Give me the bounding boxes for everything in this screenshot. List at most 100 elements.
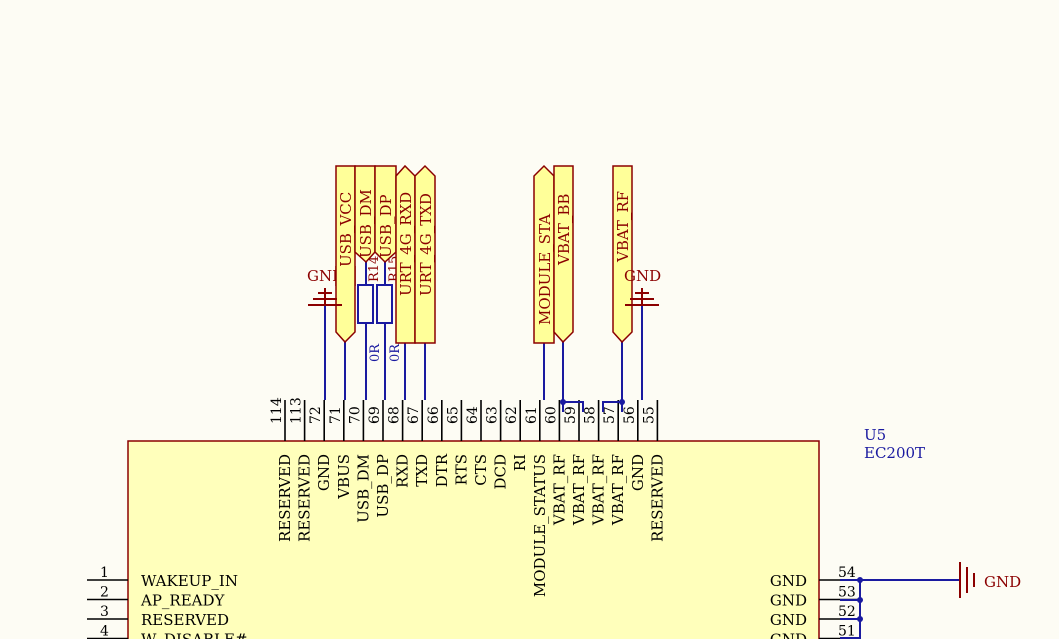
pin-number: 69 (367, 406, 383, 424)
pin-name: DTR (433, 453, 451, 487)
net-port-vbat-bb[interactable]: VBAT_BB (553, 165, 574, 344)
pin-name: WAKEUP_IN (141, 572, 238, 590)
wires (324, 262, 960, 639)
pin-name: GND (770, 631, 807, 639)
resistor-r14[interactable]: R14 0R (357, 256, 383, 362)
pin-number: 55 (641, 406, 657, 424)
net-port-label: URT_4G_TXD (417, 193, 435, 296)
net-port-usb-dp[interactable]: USB_DP (374, 165, 397, 264)
pin-number: 57 (602, 406, 618, 424)
pin-name: TXD (413, 454, 431, 487)
pin-name: GND (770, 611, 807, 629)
pin-number: 53 (838, 585, 856, 601)
wire-vbat-bb[interactable] (562, 342, 584, 412)
pin-number: 58 (583, 406, 599, 424)
pin-name: RTS (452, 454, 470, 485)
right-pin[interactable]: 54 GND (770, 565, 860, 590)
pin-name: USB_DP (374, 454, 392, 518)
pin-name: GND (629, 454, 647, 491)
pin-name: MODULE_STATUS (531, 454, 549, 597)
ground-symbol-left[interactable]: GND (307, 267, 344, 306)
pin-name: CTS (472, 454, 490, 486)
pin-number: 64 (465, 406, 481, 424)
ground-label: GND (307, 267, 344, 285)
left-pin[interactable]: 1 WAKEUP_IN (87, 565, 238, 590)
pin-number: 3 (100, 604, 109, 620)
component-value: EC200T (864, 444, 925, 462)
resistor-r15[interactable]: R15 0R (376, 256, 403, 362)
pin-number: 68 (387, 406, 403, 424)
pin-name: RESERVED (141, 611, 229, 629)
pin-number: 1 (100, 565, 109, 581)
net-port-vbat-rf[interactable]: VBAT_RF (612, 165, 633, 344)
net-port-urt-4g-txd[interactable]: URT_4G_TXD (414, 164, 436, 344)
wire-vbat-rf[interactable] (602, 342, 623, 412)
ground-symbol-mid[interactable]: GND (624, 267, 661, 306)
pin-number: 67 (406, 406, 422, 424)
net-port-usb-vcc[interactable]: USB_VCC (335, 165, 356, 344)
resistor-value: 0R (388, 343, 403, 362)
junction-dot (619, 399, 625, 405)
resistor-ref: R14 (367, 256, 382, 282)
component-ref: U5 (864, 426, 886, 444)
pin-number: 70 (347, 406, 363, 424)
net-port-label: USB_DM (357, 189, 375, 258)
pin-number: 65 (445, 406, 461, 424)
net-port-label: VBAT_RF (614, 191, 632, 263)
net-port-usb-dm[interactable]: USB_DM (354, 165, 376, 264)
pin-name: VBAT_RF (609, 454, 627, 526)
left-pin[interactable]: 3 RESERVED (87, 604, 229, 629)
pin-name: GND (315, 454, 333, 491)
net-port-label: MODULE_STA (536, 214, 554, 325)
component-body[interactable] (127, 440, 820, 639)
pin-number: 62 (504, 406, 520, 424)
pin-number: 54 (838, 565, 856, 581)
pin-name: DCD (492, 454, 510, 490)
ground-label: GND (624, 267, 661, 285)
pin-number: 72 (308, 406, 324, 424)
top-pin-group: 114RESERVED113RESERVED72GND71VBUS70USB_D… (269, 397, 666, 597)
pin-number: 113 (289, 397, 305, 424)
pin-number: 71 (328, 406, 344, 424)
net-port-module-sta[interactable]: MODULE_STA (533, 164, 555, 344)
net-port-label: USB_DP (377, 194, 395, 258)
net-port-urt-4g-rxd[interactable]: URT_4G_RXD (395, 164, 416, 344)
pin-name: W_DISABLE# (141, 631, 247, 639)
pin-number: 4 (100, 624, 109, 639)
pin-number: 114 (269, 397, 285, 424)
ground-symbol-right[interactable]: GND (959, 562, 1021, 598)
pin-name: RESERVED (648, 454, 666, 542)
pin-number: 61 (524, 406, 540, 424)
port-overlap (336, 266, 355, 286)
pin-name: AP_READY (140, 592, 226, 610)
net-port-label: USB_VCC (337, 192, 355, 267)
ground-label: GND (984, 573, 1021, 591)
pin-name: VBAT_RF (550, 454, 568, 526)
pin-name: USB_DM (354, 454, 372, 523)
pin-number: 56 (622, 406, 638, 424)
pin-name: GND (770, 572, 807, 590)
